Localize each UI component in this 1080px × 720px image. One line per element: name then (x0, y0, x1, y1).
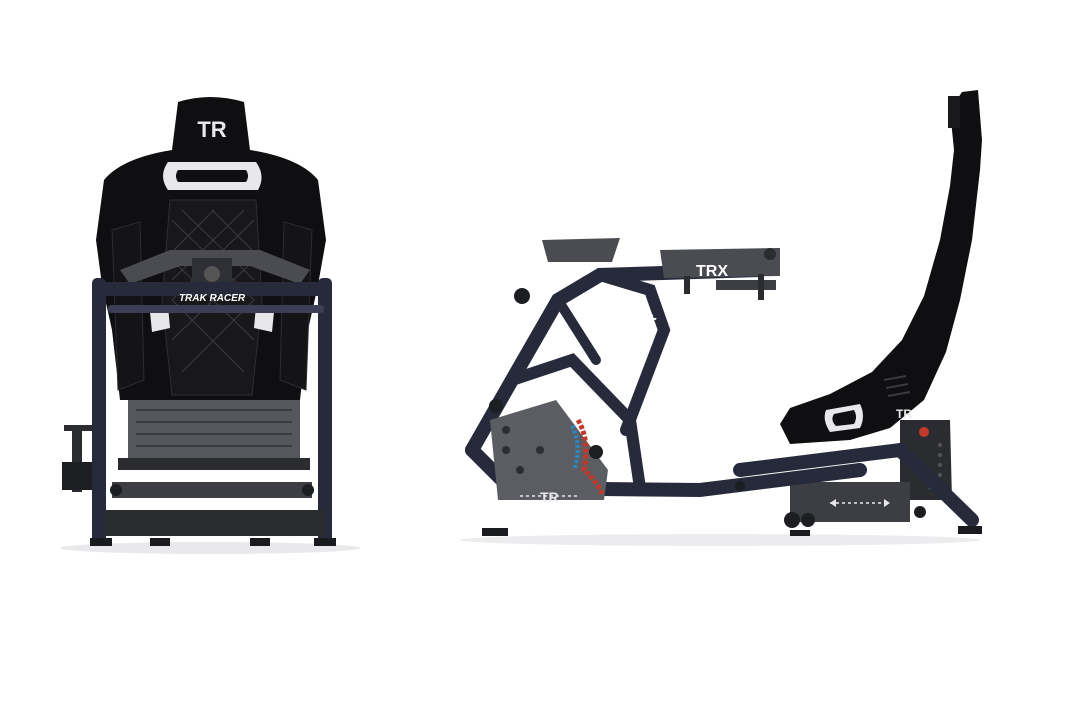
front-seat: TR (96, 97, 326, 400)
side-seat: TR (780, 90, 982, 500)
wheel-deck: TRX (542, 238, 780, 300)
side-seat-logo: TR (896, 407, 912, 421)
front-view: TR T (60, 97, 360, 554)
side-view: TR (460, 90, 982, 546)
pedal-plate (104, 400, 324, 536)
side-feet (482, 526, 982, 536)
shifter-mount (62, 425, 94, 492)
deck-logo: TRX (696, 263, 728, 280)
side-pedal-plate: TR (489, 399, 608, 505)
pedal-plate-logo: TR (540, 489, 559, 505)
floor-shadow (460, 534, 980, 546)
front-frame: TRAK RACER (92, 278, 332, 544)
floor-shadow (60, 542, 360, 554)
front-feet (90, 538, 336, 546)
knobs (514, 288, 815, 527)
seat-logo-text: TR (197, 117, 226, 142)
frame-brand-text: TRAK RACER (179, 293, 246, 304)
